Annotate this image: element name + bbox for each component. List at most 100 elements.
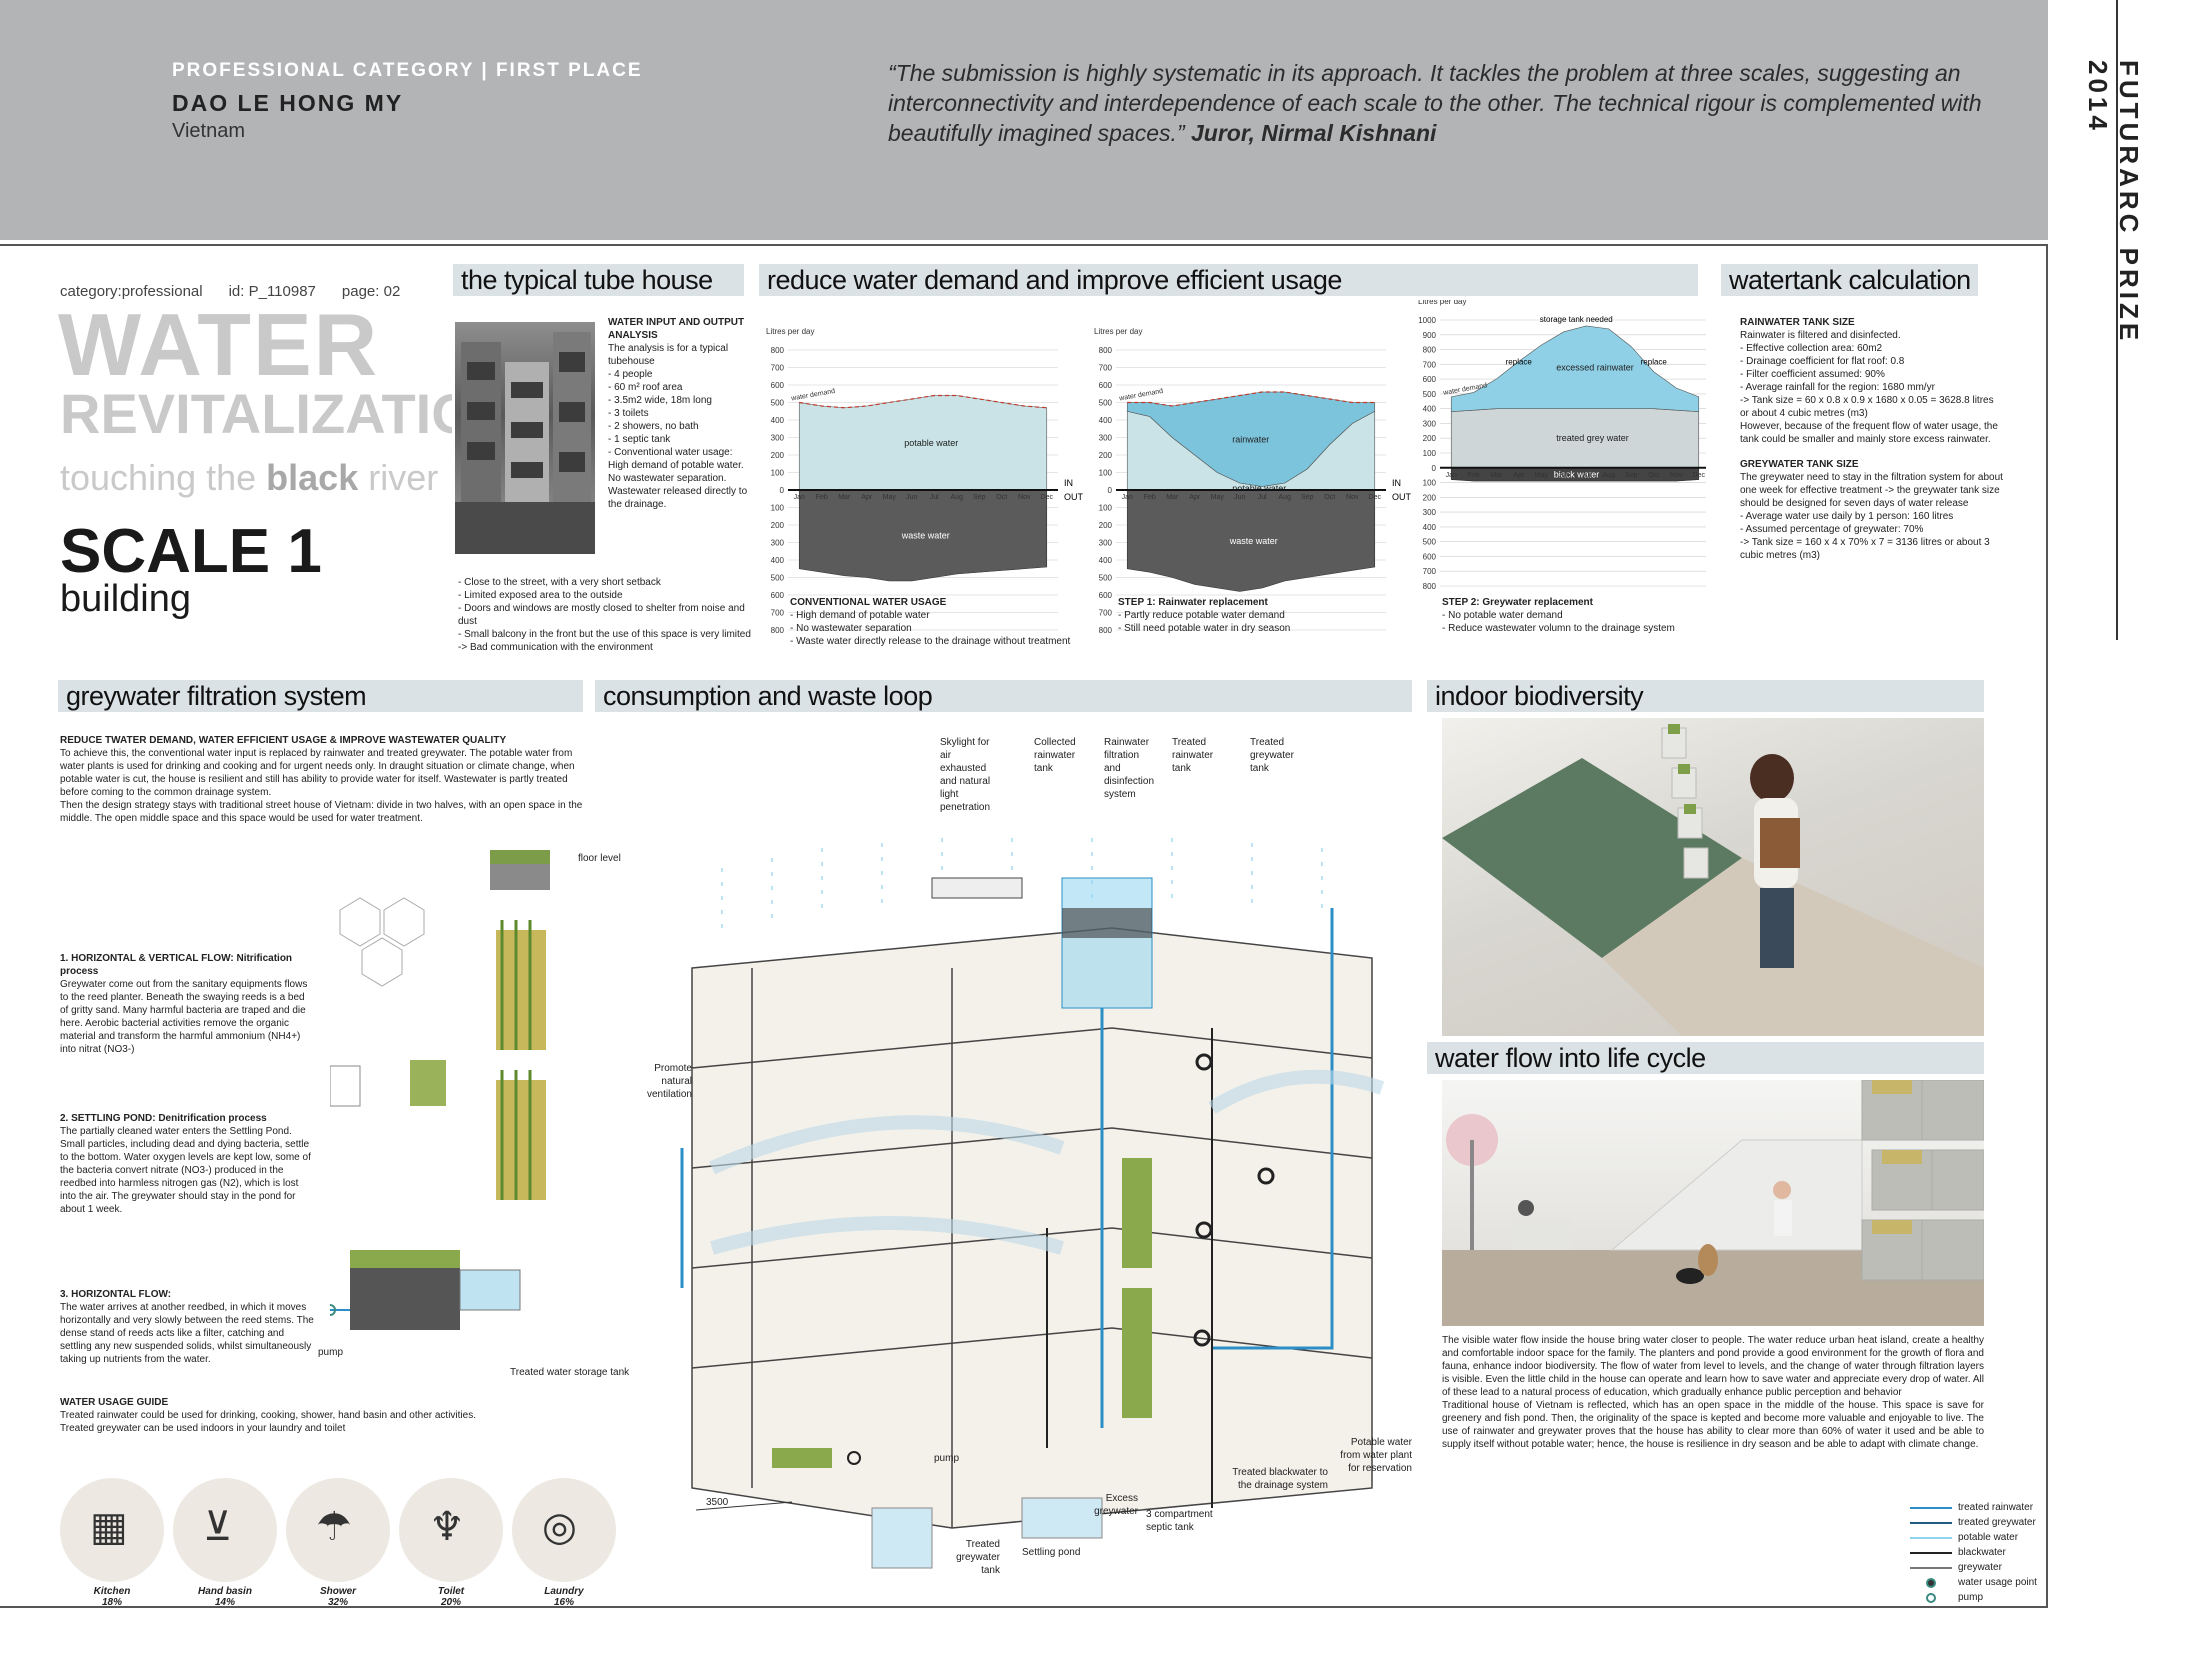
step3-title: 3. HORIZONTAL FLOW:	[60, 1289, 172, 1300]
usage-name: Kitchen	[93, 1586, 131, 1597]
label-excess-greywater: Excess greywater	[1094, 1493, 1138, 1517]
tick-label: 700	[1099, 609, 1113, 618]
month-label: Jun	[1558, 472, 1569, 479]
header-banner: PROFESSIONAL CATEGORY | FIRST PLACE DAO …	[0, 0, 2048, 240]
laundry-icon: ◎	[542, 1504, 577, 1550]
tick-label: 400	[1099, 556, 1113, 565]
subtitle-post: river	[358, 457, 439, 498]
tick-label: 0	[1108, 486, 1113, 495]
usage-percent: 16%	[553, 1597, 574, 1608]
grey-line: - Average water use daily by 1 person: 1…	[1740, 511, 1954, 522]
chart3-notes: STEP 2: Greywater replacement- No potabl…	[1442, 596, 1742, 635]
analysis-line: - 3 toilets	[608, 408, 649, 419]
series-label: treated grey water	[1556, 433, 1629, 443]
chart-note: - Still need potable water in dry season	[1118, 623, 1291, 634]
step2-text: The partially cleaned water enters the S…	[60, 1126, 311, 1215]
reedbed-diagram	[330, 850, 550, 1330]
in-label: IN	[1064, 478, 1073, 488]
month-label: Jan	[794, 494, 805, 501]
tick-label: 400	[771, 416, 785, 425]
label-treated-greywater-tank: Treated greywater tank	[956, 1539, 1000, 1576]
tick-label: 500	[771, 399, 785, 408]
label-potable-reservation: Potable water from water plant for reser…	[1340, 1437, 1412, 1474]
water-demand-label: water demand	[1118, 388, 1164, 403]
legend-label: pump	[1958, 1592, 1984, 1603]
winner-country: Vietnam	[172, 120, 246, 142]
series-label: potable water	[1232, 483, 1286, 493]
tick-label: 200	[1423, 493, 1437, 502]
section-loop: consumption and waste loop	[592, 680, 1412, 712]
courtyard-illustration-icon	[1442, 724, 1984, 1036]
meta-page: page: 02	[341, 283, 401, 300]
greywater-intro-text2: Then the design strategy stays with trad…	[60, 800, 583, 824]
tick-label: 100	[771, 469, 785, 478]
guide-text2: Treated greywater can be used indoors in…	[60, 1423, 346, 1434]
tick-label: 200	[1099, 451, 1113, 460]
usage-name: Hand basin	[198, 1586, 252, 1597]
label-settling-pond: Settling pond	[1022, 1547, 1081, 1558]
category-label: PROFESSIONAL CATEGORY	[172, 60, 475, 81]
month-label: Jul	[1582, 472, 1591, 479]
step1: 1. HORIZONTAL & VERTICAL FLOW: Nitrifica…	[60, 952, 315, 1056]
tick-label: 700	[771, 609, 785, 618]
usage-percent: 20%	[440, 1597, 461, 1608]
label-collected-tank: Collected rainwater tank	[1034, 737, 1076, 774]
water-flow-render	[1442, 1079, 1985, 1326]
toilet-icon: ♆	[429, 1504, 465, 1550]
analysis-line: - 60 m² roof area	[608, 382, 683, 393]
tick-label: 600	[771, 591, 785, 600]
series-label: rainwater	[1232, 434, 1269, 444]
y-axis-label: Litres per day	[766, 327, 814, 336]
tick-label: 700	[1423, 360, 1437, 369]
tick-label: 700	[771, 364, 785, 373]
lifecycle-p2: Traditional house of Vietnam is reflecte…	[1442, 1400, 1984, 1450]
label-skylight: Skylight for air exhausted and natural l…	[940, 737, 991, 813]
watertank-text: RAINWATER TANK SIZE Rainwater is filtere…	[1740, 316, 2004, 562]
legend-item: potable water	[1910, 1530, 2037, 1545]
tick-label: 800	[1099, 346, 1113, 355]
pump-label-1: pump	[318, 1347, 344, 1358]
step2-title: 2. SETTLING POND: Denitrification proces…	[60, 1113, 267, 1124]
rain-tank-title: RAINWATER TANK SIZE	[1740, 317, 1855, 328]
subtitle-pre: touching the	[60, 457, 267, 498]
area-negative	[798, 489, 1048, 582]
guide-text1: Treated rainwater could be used for drin…	[60, 1410, 476, 1421]
winner-name: DAO LE HONG MY	[172, 90, 404, 116]
tick-label: 200	[1099, 521, 1113, 530]
rain-lines: Rainwater is filtered and disinfected.- …	[1740, 329, 2004, 446]
step3-text: The water arrives at another reedbed, in…	[60, 1302, 314, 1365]
month-label: Aug	[1603, 472, 1616, 479]
usage-name: Shower	[319, 1586, 357, 1597]
legend-swatch	[1910, 1506, 1952, 1509]
tick-label: 100	[771, 504, 785, 513]
lifecycle-text: The visible water flow inside the house …	[1442, 1334, 1984, 1451]
tick-label: 300	[1099, 539, 1113, 548]
legend-item: pump	[1910, 1590, 2037, 1605]
greywater-intro-title: REDUCE TWATER DEMAND, WATER EFFICIENT US…	[60, 735, 507, 746]
month-label: Jun	[906, 494, 917, 501]
label-blackwater-drainage: Treated blackwater to the drainage syste…	[1232, 1467, 1328, 1491]
legend-swatch	[1910, 1521, 1952, 1524]
legend-swatch	[1910, 1536, 1952, 1539]
area-1	[1126, 391, 1376, 487]
tick-label: 400	[1423, 523, 1437, 532]
tick-label: 300	[1423, 419, 1437, 428]
usage-guide: WATER USAGE GUIDE Treated rainwater coul…	[60, 1396, 600, 1435]
month-label: Aug	[1279, 494, 1292, 501]
poster-board	[0, 244, 2048, 1608]
award-label: FIRST PLACE	[495, 60, 643, 81]
tick-label: 200	[1423, 434, 1437, 443]
tick-label: 500	[1423, 390, 1437, 399]
rain-line: However, because of the frequent flow of…	[1740, 421, 1998, 445]
y-axis-label: Litres per day	[1094, 327, 1142, 336]
month-label: Jun	[1234, 494, 1245, 501]
month-label: Jul	[1258, 494, 1267, 501]
tick-label: 600	[1423, 552, 1437, 561]
tick-label: 800	[1423, 346, 1437, 355]
juror-quote: “The submission is highly systematic in …	[888, 58, 1998, 148]
legend-item: greywater	[1910, 1560, 2037, 1575]
grey-lines: The greywater need to stay in the filtra…	[1740, 471, 2004, 562]
